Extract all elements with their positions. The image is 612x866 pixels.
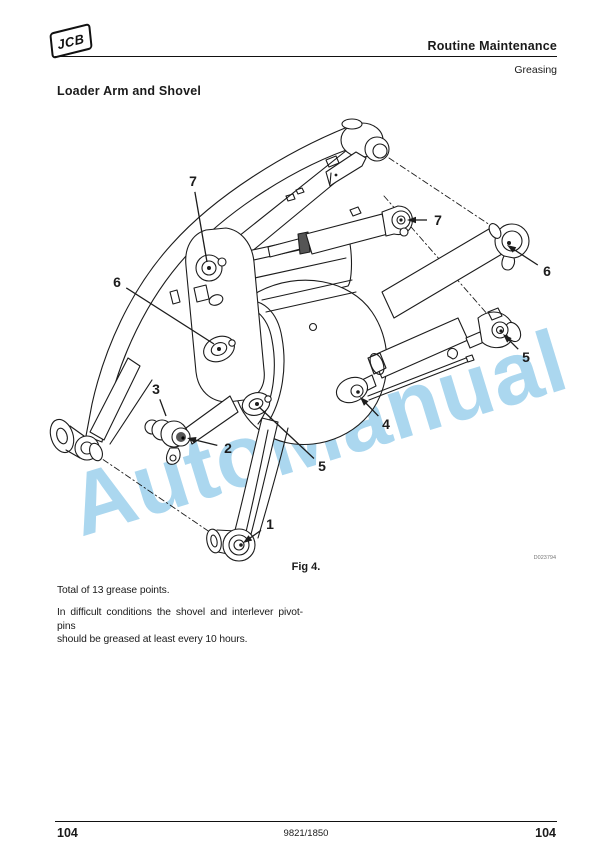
callout-leader — [249, 529, 262, 539]
left-pivot-arm — [89, 357, 141, 441]
rear-arm — [381, 225, 503, 319]
callout-arrowhead — [503, 334, 512, 343]
callout-leader — [194, 439, 218, 447]
callout-number: 5 — [522, 349, 530, 365]
callout-number: 6 — [543, 263, 551, 279]
figure-callouts: 7 7 6 6 5 4 3 2 5 1 — [113, 173, 551, 543]
footer-rule — [55, 821, 557, 822]
callout-leader — [508, 339, 519, 350]
callout-number: 1 — [266, 516, 274, 532]
bushing-arm — [185, 395, 239, 445]
callout-leader — [125, 287, 215, 345]
callout-leader — [159, 399, 167, 417]
callout-arrowhead — [407, 216, 416, 224]
body-paragraph: In difficult conditions the shovel and i… — [57, 606, 303, 647]
boom-arm — [85, 125, 359, 443]
callout-arrowhead — [243, 535, 253, 543]
callout-arrowhead — [187, 437, 197, 444]
callout-leader — [258, 406, 315, 459]
body-paragraph-line1: In difficult conditions the shovel and i… — [57, 607, 303, 632]
chapter-subtitle: Greasing — [514, 64, 557, 76]
page-number-left: 104 — [57, 826, 78, 840]
callout-number: 3 — [152, 381, 160, 397]
body-text-total: Total of 13 grease points. — [57, 585, 170, 596]
bell-crank — [185, 227, 265, 403]
chapter-title: Routine Maintenance — [427, 39, 557, 53]
page-number-right: 104 — [535, 826, 556, 840]
callout-number: 4 — [382, 416, 390, 432]
callout-arrowhead — [360, 397, 369, 406]
figure-image-code: D023794 — [533, 555, 556, 561]
callout-leader — [513, 248, 539, 266]
callout-number: 6 — [113, 274, 121, 290]
callout-leader — [194, 191, 208, 263]
callout-number: 5 — [318, 458, 326, 474]
callout-number: 2 — [224, 440, 232, 456]
callout-number: 7 — [189, 173, 197, 189]
callout-arrowhead — [507, 245, 517, 253]
body-paragraph-line2: should be greased at least every 10 hour… — [57, 634, 248, 645]
section-title: Loader Arm and Shovel — [57, 84, 202, 98]
header-rule — [55, 56, 557, 57]
publication-number: 9821/1850 — [283, 828, 329, 839]
figure-caption: Fig 4. — [291, 561, 321, 573]
callout-number: 7 — [434, 212, 442, 228]
callout-leader — [365, 402, 379, 417]
